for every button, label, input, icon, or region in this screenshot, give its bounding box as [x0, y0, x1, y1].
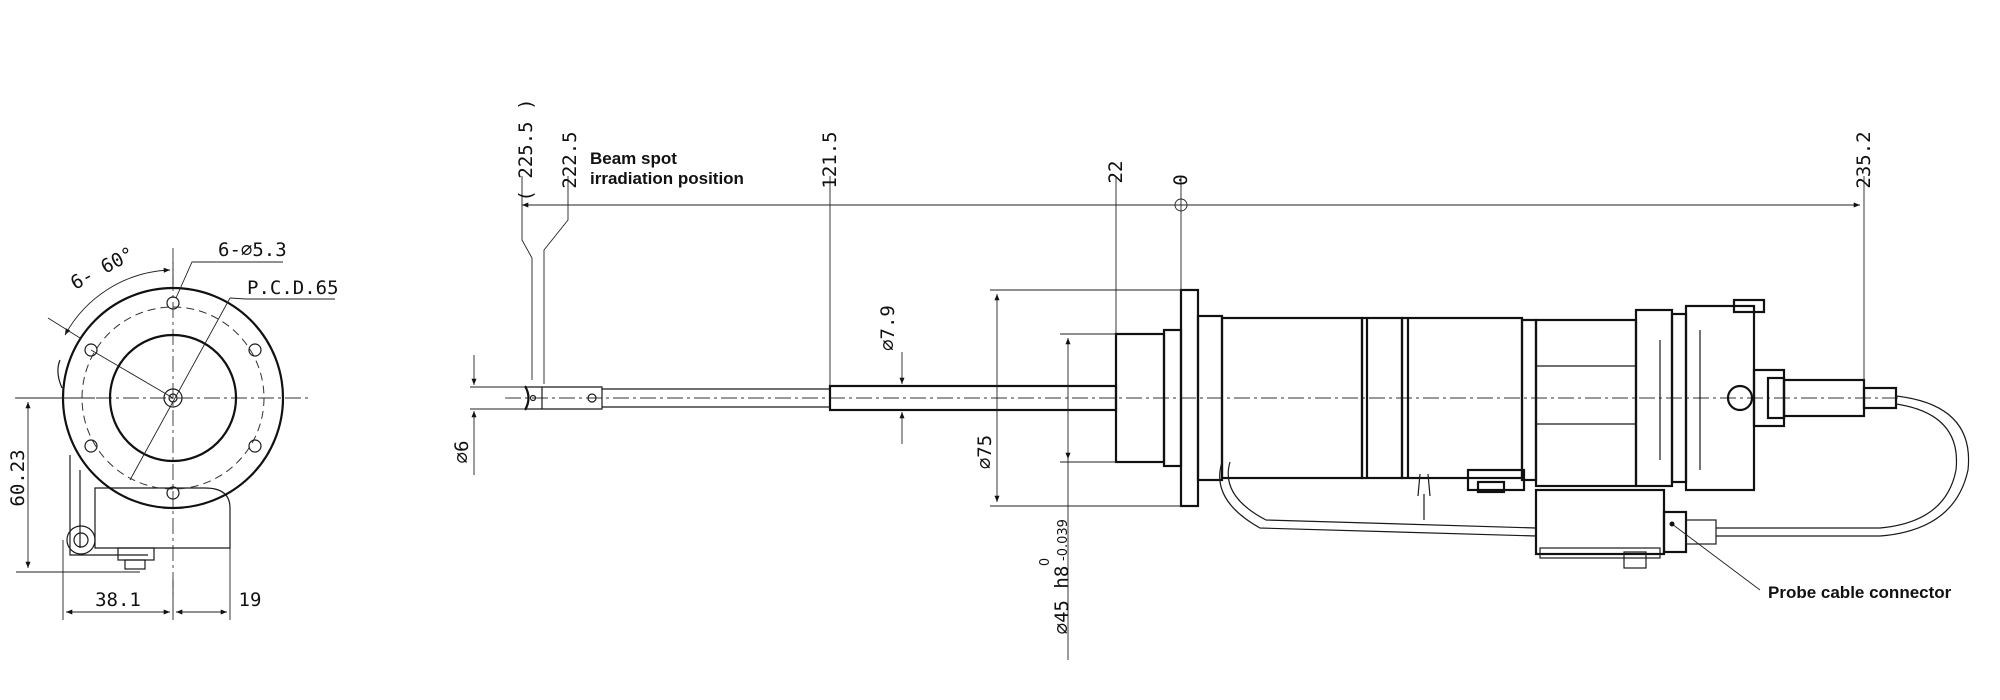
front-cable-loop — [66, 525, 96, 555]
front-holes-label: 6-∅5.3 — [218, 239, 287, 261]
bolt-hole — [248, 343, 262, 357]
front-foot-block — [117, 547, 155, 561]
body-bottom-block — [1466, 468, 1526, 492]
body-coupling — [1520, 318, 1538, 482]
beam-ext-line — [543, 176, 569, 384]
bolt-hole — [84, 343, 98, 357]
dia75-label: ∅75 — [974, 435, 996, 469]
pos-ref-label: ( 225.5 ) — [515, 99, 537, 202]
ref-ext-line — [521, 176, 533, 380]
front-bracket-outline — [69, 455, 148, 556]
front-width-right-label: 19 — [239, 589, 262, 611]
pos-235-label: 235.2 — [1853, 131, 1875, 188]
body-motor-housing — [1534, 318, 1638, 488]
dia6-label: ∅6 — [451, 441, 473, 464]
front-pcd-label: P.C.D.65 — [247, 277, 339, 299]
body-cable-outer — [1219, 461, 1537, 537]
front-radial-line — [90, 349, 174, 399]
beam-note-line2: irradiation position — [590, 169, 744, 188]
rear-cable-inner — [1716, 403, 1958, 529]
bolt-hole — [166, 486, 180, 500]
dia79-label: ∅7.9 — [877, 305, 899, 351]
front-angle-label: 6- 60° — [67, 243, 138, 295]
dia45-tol-upper: 0 — [1038, 558, 1053, 566]
dia45-tol-lower: -0.039 — [1056, 519, 1071, 561]
body-lever — [1417, 473, 1431, 520]
front-pcd-leader — [229, 297, 335, 300]
front-width-left-label: 38.1 — [95, 589, 141, 611]
probe-tip-hole — [587, 393, 597, 403]
front-bolt-holes — [84, 296, 262, 500]
pos-22-label: 22 — [1105, 161, 1127, 184]
bolt-hole — [248, 439, 262, 453]
front-pcd-circle — [81, 306, 265, 490]
front-view: 6- 60° 6-∅5.3 P.C.D.65 60.23 38.1 19 — [7, 239, 339, 620]
stage-knob-top — [1732, 298, 1766, 314]
front-cable-loop-inner — [73, 532, 89, 548]
beam-note-line1: Beam spot — [590, 149, 677, 168]
front-body-circle — [108, 333, 238, 463]
beam-spot-mark — [529, 394, 537, 402]
body-bottom-tab — [1476, 480, 1506, 494]
probe-tip-rod — [525, 386, 603, 410]
connector-housing-base — [1539, 547, 1661, 559]
pos-0-label: 0 — [1170, 174, 1192, 185]
rear-connector-tip — [1862, 386, 1898, 410]
connector-leader-dot — [1669, 521, 1675, 527]
stage-adjust-knob — [1726, 384, 1754, 412]
front-center-bore — [163, 388, 183, 408]
probe-cable-plug — [1685, 519, 1717, 545]
dia45-label: ∅45 h8 — [1051, 566, 1073, 635]
connector-housing — [1534, 488, 1666, 556]
front-angle-arc — [64, 267, 171, 336]
front-height-label: 60.23 — [7, 449, 29, 506]
connector-foot — [1623, 551, 1647, 569]
side-view: ( 225.5 ) 222.5 Beam spot irradiation po… — [451, 99, 1970, 660]
front-foot-screw — [124, 559, 146, 570]
body-cable-inner — [1227, 461, 1537, 529]
bolt-hole — [84, 439, 98, 453]
origin-symbol — [1174, 198, 1188, 212]
front-diameter-line — [129, 297, 231, 481]
probe-tip-end — [524, 385, 530, 411]
front-lower-body — [94, 487, 231, 549]
front-side-tab — [57, 359, 63, 389]
front-angle-ext — [47, 317, 81, 339]
front-holes-leader — [175, 261, 283, 299]
pos-121-label: 121.5 — [819, 131, 841, 188]
connector-note: Probe cable connector — [1768, 583, 1952, 602]
connector-leader — [1671, 523, 1761, 591]
rear-cable-outer — [1716, 395, 1970, 537]
pos-beam-label: 222.5 — [559, 131, 581, 188]
